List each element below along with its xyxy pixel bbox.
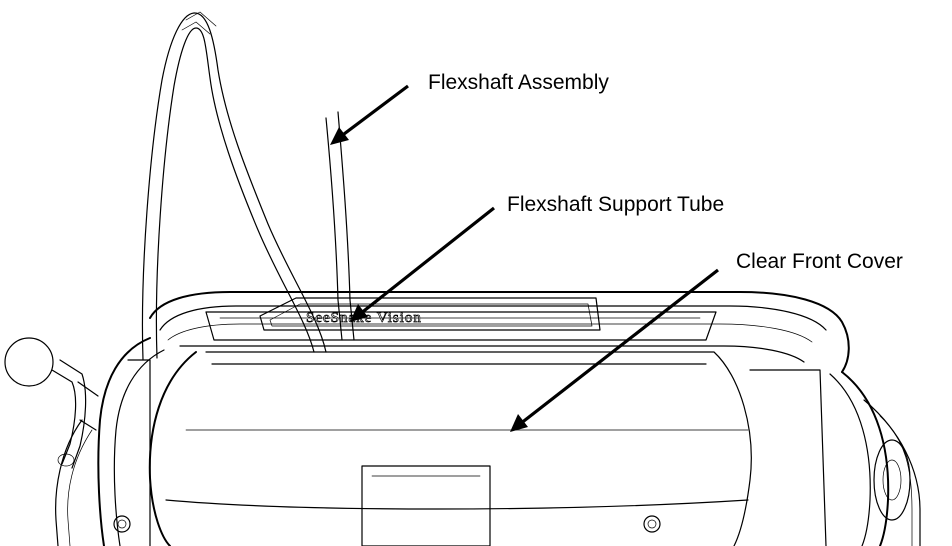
leader-flexshaft-support-tube — [350, 206, 495, 322]
nameplate: SeeSnake Vision — [259, 297, 601, 331]
label-flexshaft-assembly: Flexshaft Assembly — [428, 71, 609, 94]
leader-clear-front-cover — [510, 268, 719, 432]
housing-body — [55, 291, 921, 546]
crank-handle — [4, 337, 99, 469]
flexshaft-loop — [141, 11, 327, 361]
leader-flexshaft-assembly — [330, 84, 409, 145]
label-clear-front-cover: Clear Front Cover — [736, 250, 903, 273]
label-flexshaft-support-tube: Flexshaft Support Tube — [507, 193, 725, 216]
